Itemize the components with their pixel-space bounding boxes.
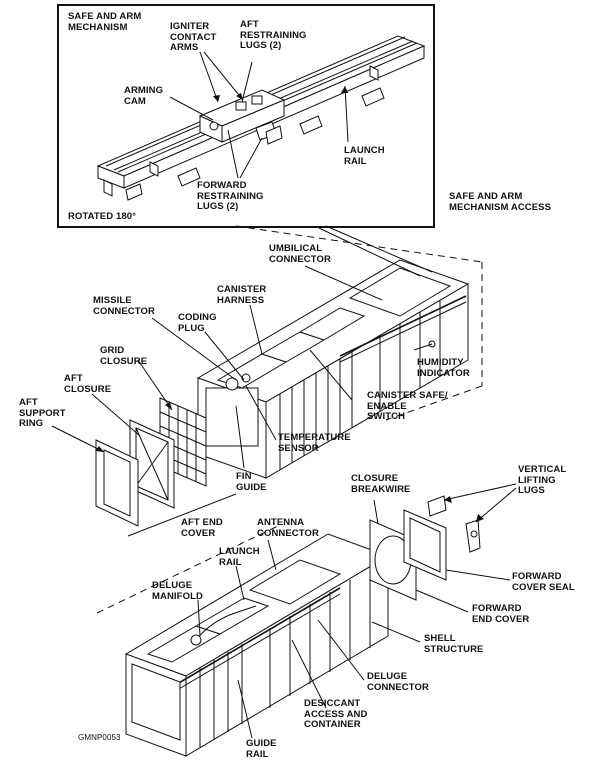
label-aft-support-ring: AFT SUPPORT RING	[19, 397, 66, 429]
label-missile-connector: MISSILE CONNECTOR	[93, 295, 155, 317]
label-forward-restraining-lugs: FORWARD RESTRAINING LUGS (2)	[197, 180, 264, 212]
label-closure-breakwire: CLOSURE BREAKWIRE	[351, 473, 411, 495]
label-temperature-sensor: TEMPERATURE SENSOR	[278, 432, 351, 454]
bottom-forward-cover-seal	[403, 509, 447, 581]
middle-leaders	[51, 225, 433, 469]
label-humidity-indicator: HUMIDITY INDICATOR	[417, 357, 470, 379]
label-canister-harness: CANISTER HARNESS	[217, 284, 267, 306]
label-forward-cover-seal: FORWARD COVER SEAL	[512, 571, 575, 593]
bottom-canister-body	[124, 533, 390, 757]
label-shell-structure: SHELL STRUCTURE	[424, 633, 484, 655]
label-canister-safe-enable: CANISTER SAFE/ ENABLE SWITCH	[367, 390, 448, 422]
label-igniter-contact-arms: IGNITER CONTACT ARMS	[170, 21, 217, 53]
middle-aft-closure	[129, 419, 175, 509]
label-forward-end-cover: FORWARD END COVER	[472, 603, 530, 625]
bottom-vertical-lifting-lugs	[427, 495, 481, 553]
label-grid-closure: GRID CLOSURE	[100, 345, 148, 367]
label-coding-plug: CODING PLUG	[178, 312, 217, 334]
label-deluge-connector: DELUGE CONNECTOR	[367, 671, 429, 693]
label-aft-end-cover: AFT END COVER	[181, 517, 223, 539]
inset-leaders	[169, 51, 349, 179]
label-fin-guide: FIN GUIDE	[236, 471, 267, 493]
figure-id: GMNP0053	[78, 733, 121, 742]
label-guide-rail: GUIDE RAIL	[246, 738, 277, 760]
label-bottom-launch-rail: LAUNCH RAIL	[219, 546, 260, 568]
middle-aft-support-ring	[95, 439, 139, 527]
label-deluge-manifold: DELUGE MANIFOLD	[152, 580, 203, 602]
label-arming-cam: ARMING CAM	[124, 85, 164, 107]
label-vertical-lifting-lugs: VERTICAL LIFTING LUGS	[518, 464, 567, 496]
aft-end-cover-bracket	[127, 493, 237, 537]
middle-envelope	[235, 225, 483, 421]
label-antenna-connector: ANTENNA CONNECTOR	[257, 517, 319, 539]
label-safe-arm-access: SAFE AND ARM MECHANISM ACCESS	[449, 191, 552, 213]
label-umbilical-connector: UMBILICAL CONNECTOR	[269, 243, 331, 265]
label-aft-closure: AFT CLOSURE	[64, 373, 112, 395]
inset-rotation-note: ROTATED 180°	[68, 211, 136, 222]
label-desiccant: DESICCANT ACCESS AND CONTAINER	[304, 698, 368, 730]
bottom-leaders	[197, 483, 517, 739]
label-aft-restraining-lugs: AFT RESTRAINING LUGS (2)	[240, 19, 307, 51]
label-inset-launch-rail: LAUNCH RAIL	[344, 145, 385, 167]
inset-title: SAFE AND ARM MECHANISM	[68, 11, 142, 33]
bottom-envelope	[96, 524, 281, 614]
middle-canister-body	[196, 259, 470, 479]
